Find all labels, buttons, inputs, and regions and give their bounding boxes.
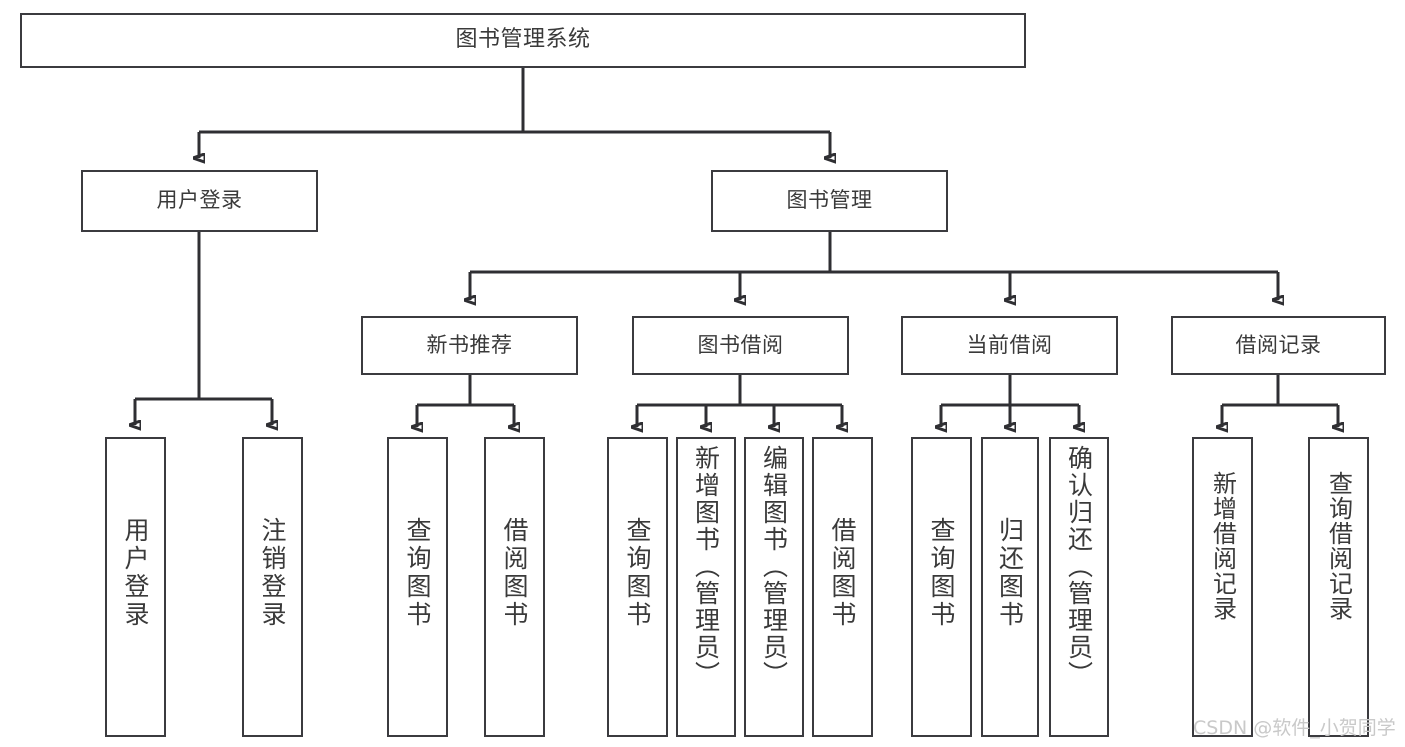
node-label: 新增图书（管理员） [691,445,721,688]
node-label: 新增借阅记录 [1208,471,1237,621]
node-label: 借阅记录 [1235,332,1322,357]
node-label: 图书借阅 [697,332,784,357]
node-label: 借阅图书 [500,517,529,629]
leaf-query-borrow-record[interactable]: 查询借阅记录 [1308,437,1369,737]
node-label: 确认归还（管理员） [1064,445,1094,688]
node-book-management[interactable]: 图书管理 [711,170,948,232]
leaf-user-login[interactable]: 用户登录 [105,437,166,737]
leaf-query-book-current[interactable]: 查询图书 [911,437,972,737]
node-new-book-recommend[interactable]: 新书推荐 [361,316,578,375]
node-label: 图书管理 [786,188,873,213]
node-label: 当前借阅 [966,332,1053,357]
leaf-borrow-book-new[interactable]: 借阅图书 [484,437,545,737]
node-label: 借阅图书 [828,517,857,629]
node-label: 图书管理系统 [455,27,591,53]
node-label: 新书推荐 [426,332,513,357]
node-label: 查询图书 [927,517,956,629]
leaf-add-book-admin[interactable]: 新增图书（管理员） [676,437,736,737]
leaf-query-book-new[interactable]: 查询图书 [387,437,448,737]
node-book-borrow[interactable]: 图书借阅 [632,316,849,375]
node-borrow-record[interactable]: 借阅记录 [1171,316,1386,375]
node-label: 用户登录 [121,517,150,629]
node-root-book-management-system[interactable]: 图书管理系统 [20,13,1026,68]
node-label: 归还图书 [995,517,1025,629]
leaf-borrow-book[interactable]: 借阅图书 [812,437,873,737]
node-label: 查询借阅记录 [1324,471,1353,621]
node-label: 编辑图书（管理员） [759,445,789,688]
node-label: 查询图书 [623,517,652,629]
node-label: 注销登录 [258,517,287,629]
leaf-confirm-return-admin[interactable]: 确认归还（管理员） [1049,437,1109,737]
leaf-edit-book-admin[interactable]: 编辑图书（管理员） [744,437,804,737]
node-label: 查询图书 [403,517,432,629]
leaf-return-book[interactable]: 归还图书 [981,437,1039,737]
node-current-borrow[interactable]: 当前借阅 [901,316,1118,375]
leaf-query-book-borrow[interactable]: 查询图书 [607,437,668,737]
watermark: CSDN @软件_小贺同学 [1193,717,1396,739]
leaf-logout[interactable]: 注销登录 [242,437,303,737]
node-user-login[interactable]: 用户登录 [81,170,318,232]
node-label: 用户登录 [156,188,243,213]
leaf-add-borrow-record[interactable]: 新增借阅记录 [1192,437,1253,737]
